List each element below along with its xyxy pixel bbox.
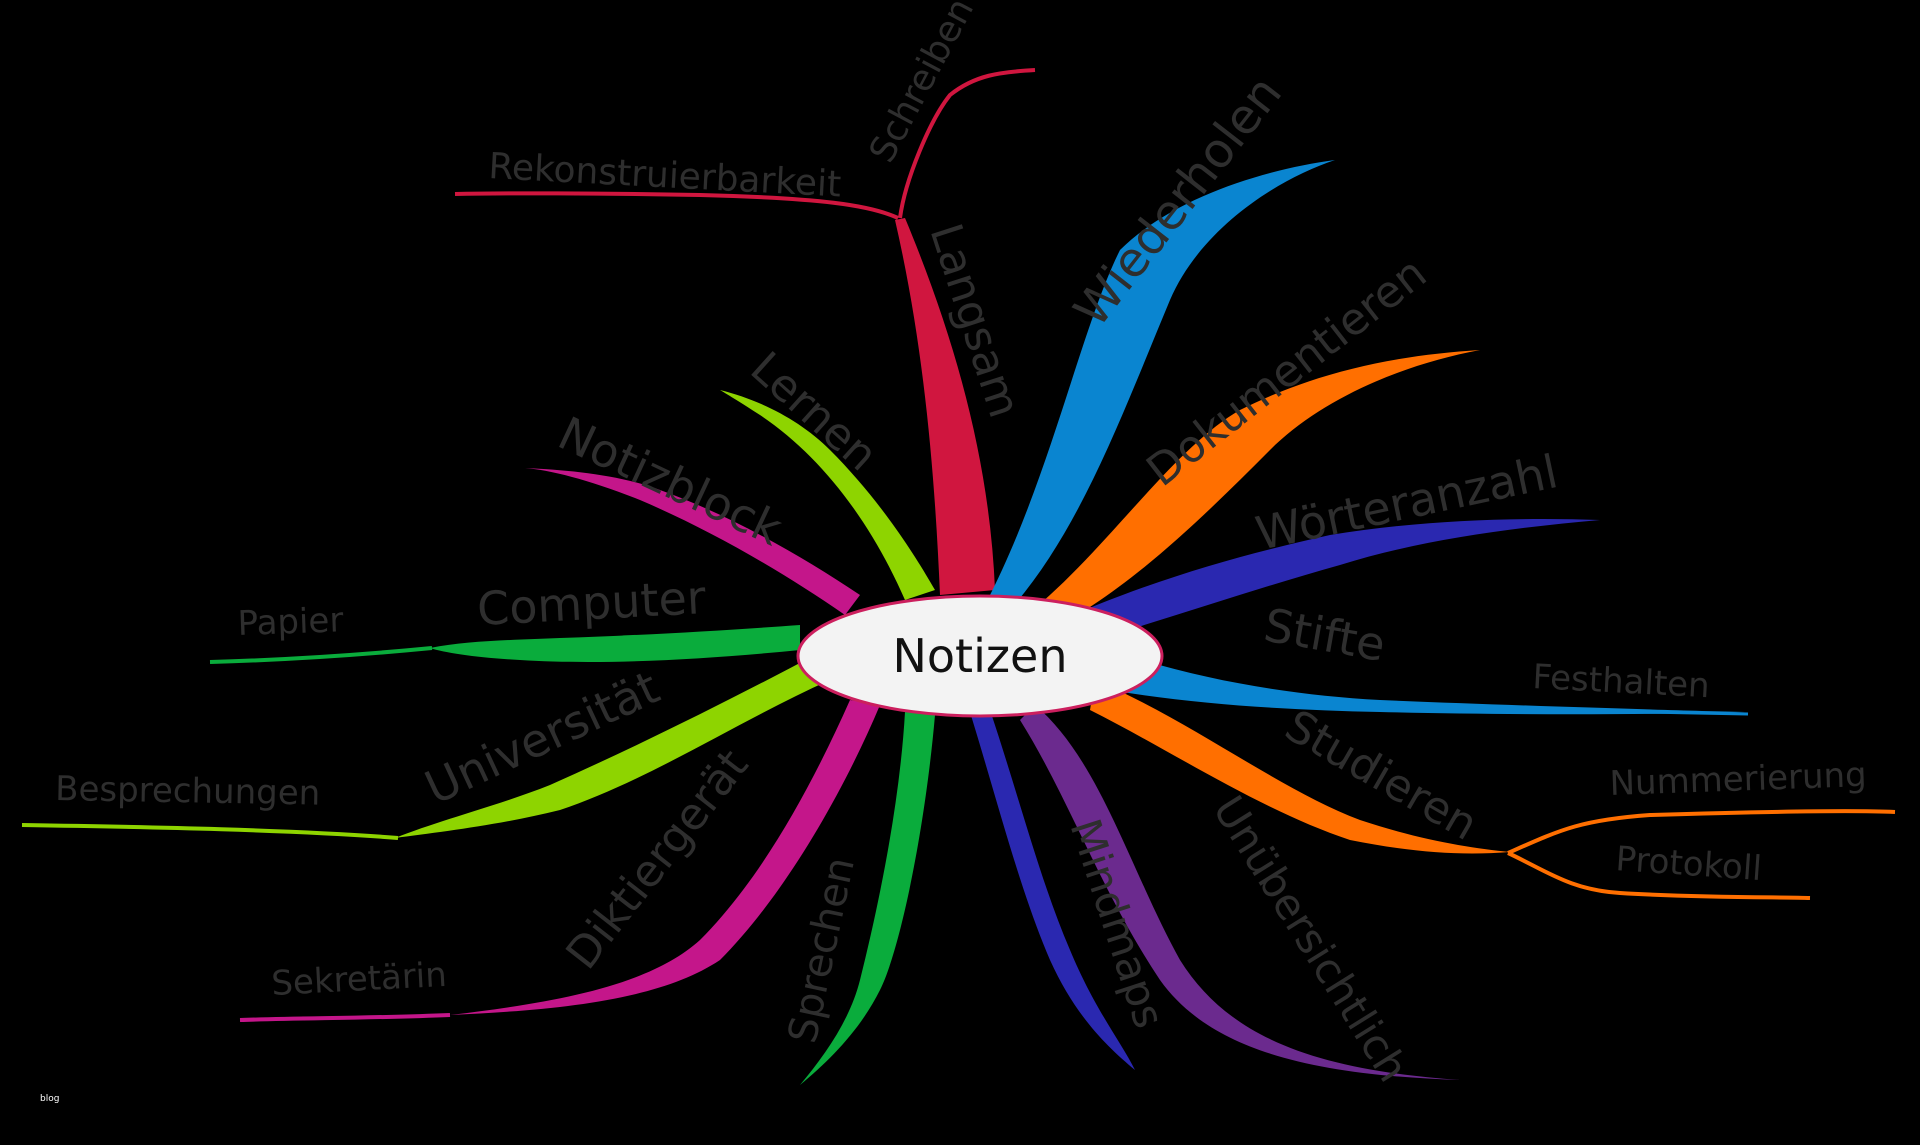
sub-branch-festhalten [1539,708,1749,716]
branch-computer [430,625,800,662]
label-stifte: Stifte [1260,598,1389,672]
branch-studieren [1090,680,1510,854]
sub-branch-sekretaerin [239,1013,451,1022]
label-computer: Computer [476,570,707,636]
sub-branch-papier [209,646,433,664]
branch-universitaet [395,655,830,838]
center-label: Notizen [893,629,1068,683]
label-nummerierung: Nummerierung [1609,755,1867,804]
sub-branch-protokoll [1507,851,1811,900]
label-papier: Papier [237,600,344,644]
branch-lernen [720,390,935,600]
label-festhalten: Festhalten [1532,657,1711,706]
footer-watermark: blog [40,1094,60,1104]
label-protokoll: Protokoll [1614,839,1763,889]
sub-branch-rekonstruierbarkeit [454,191,899,220]
label-notizblock: Notizblock [550,406,790,556]
branch-notizblock [525,468,860,615]
branch-wiederholen [985,160,1335,610]
branch-dokumentieren [1020,350,1480,640]
sub-branch-schreiben [898,68,1036,219]
label-besprechungen: Besprechungen [55,769,321,814]
label-rekonstruierbarkeit: Rekonstruierbarkeit [488,146,843,205]
sub-branch-nummerierung [1507,809,1896,855]
sub-branch-besprechungen [21,823,399,840]
branch-stifte [1110,650,1745,715]
center-node [796,594,1164,718]
label-sekretaerin: Sekretärin [270,955,447,1004]
branch-unuebersichtlich [1020,705,1460,1080]
branch-diktiergeraet [450,700,880,1015]
label-wiederholen: Wiederholen [1063,66,1293,338]
branch-langsam [895,218,995,595]
branch-sprechen [800,712,935,1085]
branch-mindmaps [970,710,1135,1070]
